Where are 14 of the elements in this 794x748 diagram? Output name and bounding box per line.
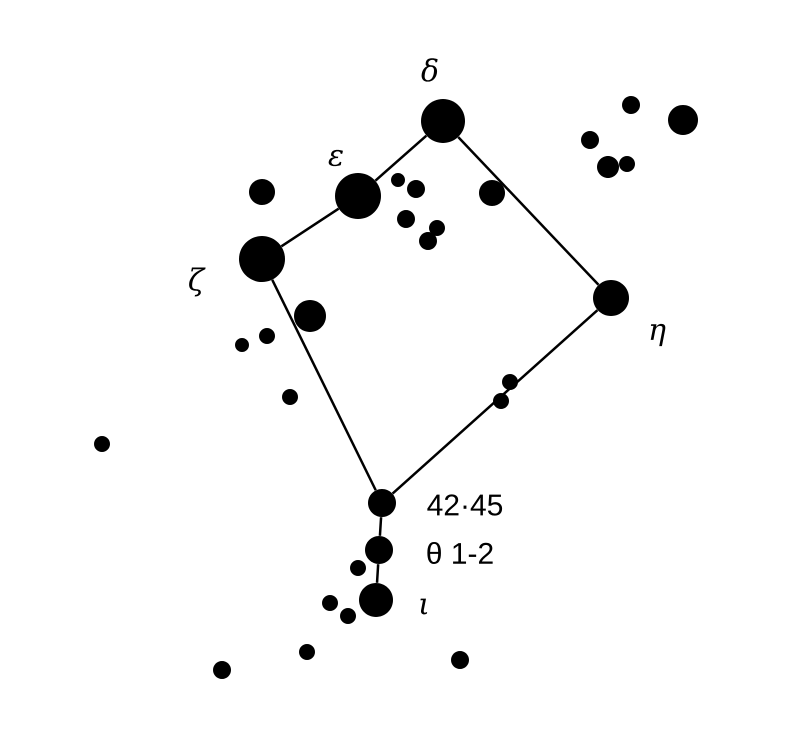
line bbox=[374, 134, 428, 182]
star-label: ζ bbox=[189, 267, 206, 297]
star-label: 42·45 bbox=[427, 494, 502, 516]
line bbox=[271, 279, 377, 491]
line bbox=[392, 309, 598, 494]
line bbox=[457, 136, 600, 286]
star-label: ε bbox=[328, 150, 343, 166]
line bbox=[280, 208, 340, 248]
star-label: θ 1-2 bbox=[427, 542, 493, 564]
line bbox=[376, 564, 380, 583]
star-label: η bbox=[650, 324, 666, 346]
star-label: δ bbox=[422, 58, 438, 82]
line bbox=[378, 517, 382, 536]
star-label: ι bbox=[420, 598, 428, 614]
